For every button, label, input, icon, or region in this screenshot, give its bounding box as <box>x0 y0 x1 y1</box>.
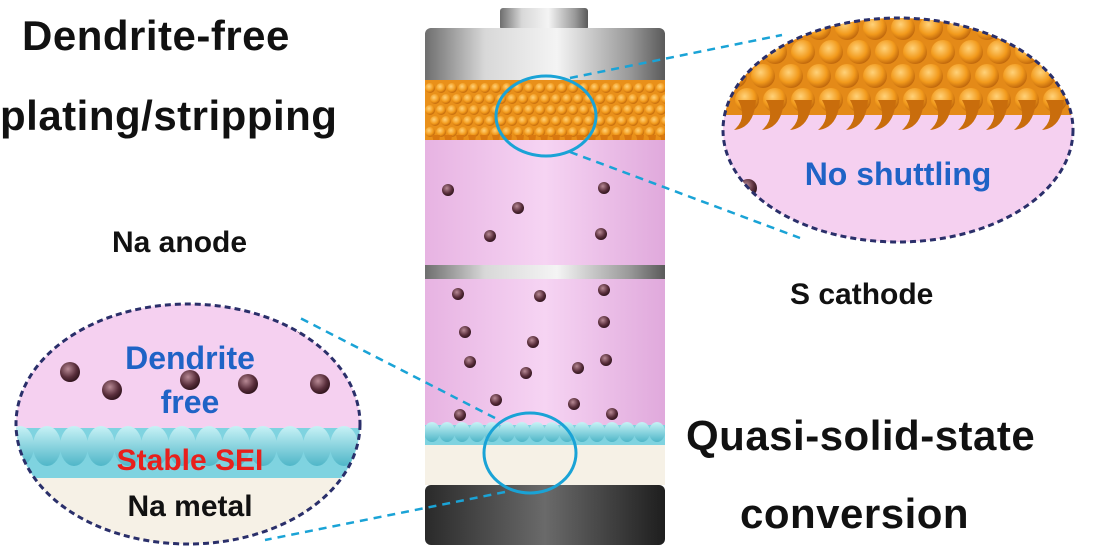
na-metal-layer <box>425 445 665 485</box>
sodium-ions <box>442 182 618 421</box>
stable-sei-label: Stable SEI <box>116 444 264 477</box>
callout-lines <box>264 33 801 542</box>
quasi-solid-label: Quasi-solid-state <box>686 412 1036 459</box>
electrolyte-lower <box>425 279 665 425</box>
battery-cell <box>425 8 665 545</box>
positive-terminal <box>500 8 588 30</box>
anode-zoom-circle <box>482 411 578 495</box>
separator-band <box>425 265 665 279</box>
cathode-zoom-circle <box>494 74 598 158</box>
na-anode-label: Na anode <box>112 226 248 259</box>
cell-bottom-cap <box>425 485 665 545</box>
na-metal-label: Na metal <box>127 490 253 523</box>
sei-layer-cell <box>425 422 665 445</box>
cathode-inset <box>721 16 1075 244</box>
title-line-1: Dendrite-free <box>22 12 290 59</box>
conversion-label: conversion <box>740 490 970 537</box>
s-cathode-label: S cathode <box>790 278 934 311</box>
no-shuttling-label: No shuttling <box>804 156 992 192</box>
dendrite-label: Dendrite <box>125 340 255 376</box>
title-line-2: plating/stripping <box>0 92 338 139</box>
free-label: free <box>160 384 220 420</box>
electrolyte-upper <box>425 140 665 265</box>
